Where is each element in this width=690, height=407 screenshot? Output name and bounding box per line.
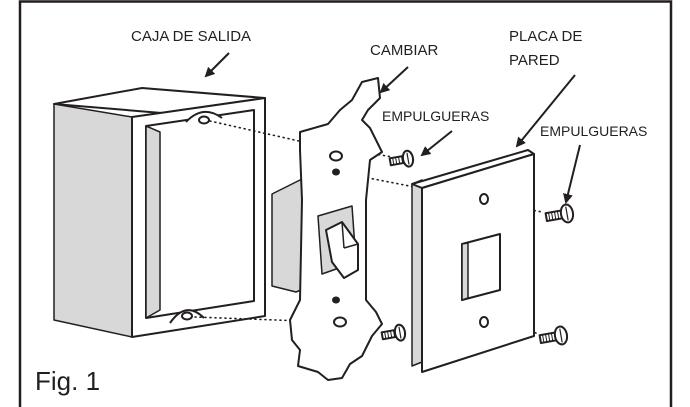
screw-plate-top — [544, 203, 575, 224]
figure-caption: Fig. 1 — [35, 366, 100, 396]
outlet-box-bottom-hole — [181, 311, 193, 321]
switch-top-hole — [329, 150, 343, 162]
leader-switch — [379, 66, 409, 94]
outlet-box-interior — [145, 125, 161, 319]
label-screws-plate: EMPULGUERAS — [540, 123, 647, 139]
leader-screws-switch — [420, 130, 453, 157]
switch-top-screw-hole — [332, 168, 340, 176]
wall-plate-top-hole — [479, 193, 489, 205]
label-wall-plate-line1: PLACA DE — [509, 28, 582, 45]
label-outlet-box: CAJA DE SALIDA — [131, 28, 251, 45]
leader-wall-plate — [515, 74, 576, 148]
wall-plate — [411, 149, 535, 373]
outlet-box-opening — [145, 109, 255, 319]
outlet-box-side — [53, 103, 133, 338]
screw-switch-top — [388, 149, 415, 168]
figure-frame — [18, 0, 673, 407]
leader-screws-plate — [563, 144, 581, 204]
outlet-box — [53, 87, 266, 338]
wall-plate-bottom-hole — [479, 316, 489, 328]
screw-plate-bottom — [538, 325, 569, 346]
screw-switch-bottom — [380, 323, 407, 342]
switch — [271, 77, 383, 381]
wall-plate-edge — [411, 179, 423, 367]
switch-bottom-screw-hole — [332, 296, 340, 304]
label-screws-switch: EMPULGUERAS — [382, 108, 489, 124]
label-switch: CAMBIAR — [370, 42, 439, 59]
outlet-box-top-hole — [198, 115, 210, 125]
label-wall-plate-line2: PARED — [509, 52, 560, 69]
leader-outlet-box — [204, 52, 230, 78]
switch-bottom-hole — [333, 316, 347, 328]
